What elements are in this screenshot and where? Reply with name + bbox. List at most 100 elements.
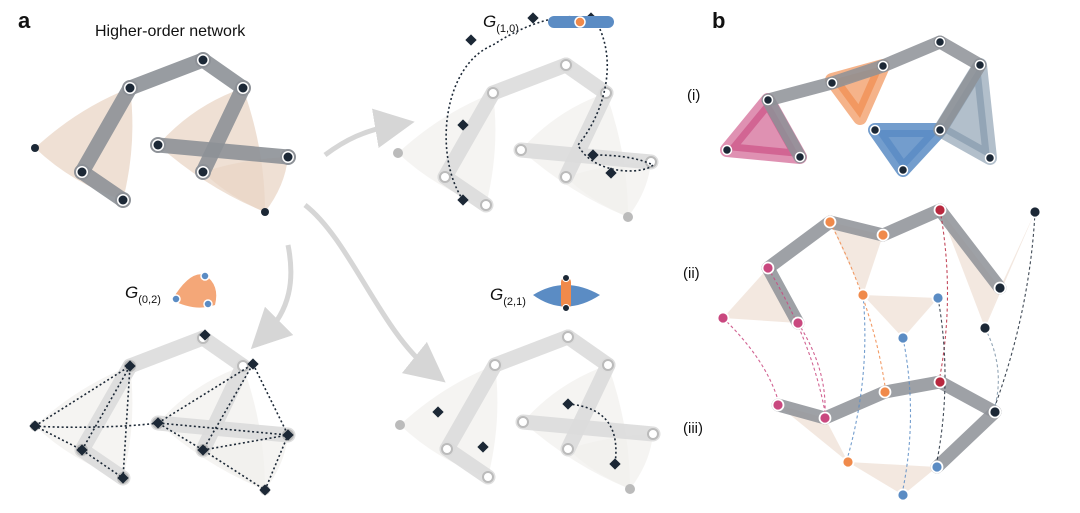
node [716,311,730,325]
lifted-node-diamond [465,34,477,46]
hyperedge-triangle [203,435,288,490]
node [515,144,527,156]
node [441,443,453,455]
edge [771,398,832,425]
hyperedge-triangle [848,462,937,495]
edge [930,405,1002,474]
edge [560,357,616,457]
node [841,455,855,469]
dashed-mapping-arrow [767,267,826,413]
node [125,83,135,93]
node [878,385,892,399]
edge [150,137,296,165]
node [988,405,1002,419]
node [984,152,996,164]
higher-order-network-title: Higher-order network [95,23,246,40]
g21-glyph-node [562,304,570,312]
arrow-to-g21 [303,203,446,383]
svg-text:G(0,2): G(0,2) [125,283,161,306]
arrow-to-g10 [323,108,415,158]
network-faded [395,329,661,494]
g02-glyph [172,274,217,308]
g10-subscript: (1,0) [496,23,519,35]
node [897,164,909,176]
label-g10: G(1,0) [483,12,519,35]
edge [560,329,616,373]
node [261,208,269,216]
node [487,87,499,99]
node [993,281,1007,295]
dashed-mapping-arrow [797,322,826,413]
dashed-mapping-arrow [722,317,779,401]
edge [437,169,494,213]
node [517,416,529,428]
row-label-iii: (iii) [683,420,703,437]
g10-glyph-node [574,16,586,28]
node [818,411,832,425]
lifted-node-diamond [527,12,539,24]
node [823,215,837,229]
node [930,460,944,474]
node [1028,205,1042,219]
node [198,55,208,65]
node [562,443,574,455]
node [794,151,806,163]
node [869,124,881,136]
edge [195,80,251,180]
node [560,59,572,71]
edge [439,441,496,485]
node [896,488,910,502]
node [931,291,945,305]
panel-a-label: a [18,8,31,33]
row-label-ii: (ii) [683,265,700,282]
hyperedge-triangle [830,222,883,295]
node [623,212,633,222]
g21-symbol: G [490,285,503,304]
node [482,471,494,483]
node [283,152,293,162]
hyperedge-triangle [863,295,938,338]
node [153,140,163,150]
edge [74,164,131,208]
node [876,228,890,242]
node [31,144,39,152]
node [645,156,657,168]
node [896,331,910,345]
lifted-node-diamond [609,458,621,470]
edge [876,203,947,242]
edge [122,52,211,96]
node [934,124,946,136]
g21-glyph-node [562,274,570,282]
node [647,428,659,440]
dashed-mapping-arrow [829,221,886,387]
svg-text:G(1,0): G(1,0) [483,12,519,35]
edge [818,385,892,425]
dotted-connection [567,403,617,465]
node [934,36,946,48]
node [238,83,248,93]
edge [823,215,890,242]
edge [933,203,1007,295]
edge [876,35,947,73]
edge [487,329,576,373]
node [978,321,992,335]
node [625,484,635,494]
hyperedge-triangle [566,162,651,217]
network-faded [393,12,659,222]
node [77,167,87,177]
g02-symbol: G [125,283,138,302]
edge [761,93,807,164]
network-orig [31,52,296,216]
g21-subscript: (2,1) [503,296,526,308]
dashed-mapping-arrow [939,209,949,377]
g02-glyph-node [171,294,181,304]
node [560,171,572,183]
edge [558,57,614,101]
edge [437,85,501,185]
hyperedge-triangle [778,405,848,462]
network-faded [29,329,296,496]
hyperedge-triangle [568,434,653,489]
hyperedge-triangle [723,268,798,323]
node [791,316,805,330]
